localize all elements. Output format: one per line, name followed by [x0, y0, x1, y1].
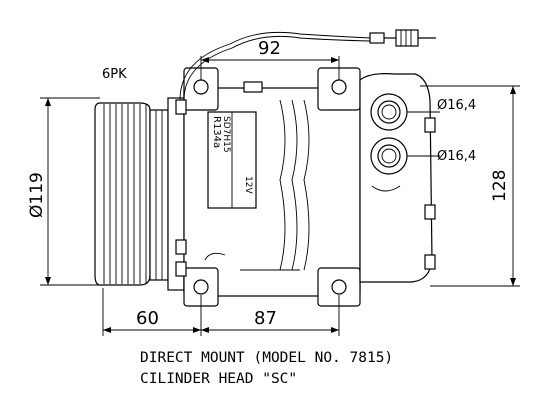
- dim-60: 60: [136, 308, 159, 329]
- cylinder-head: [359, 73, 436, 283]
- plate-text-voltage: 12V: [243, 176, 253, 194]
- oil-plug: [243, 81, 263, 93]
- connector-plug: [395, 29, 419, 47]
- caption-line-1: DIRECT MOUNT (MODEL NO. 7815): [140, 350, 393, 366]
- pulley-grooves: [103, 104, 147, 284]
- wire-harness: [179, 29, 436, 101]
- port-lower: [370, 137, 408, 175]
- belt-label: 6PK: [102, 67, 127, 82]
- rating-plate: SD7H15 R134a 12V: [207, 111, 257, 209]
- caption-line-2: CILINDER HEAD "SC": [140, 371, 297, 387]
- port-lower-label: Ø16,4: [437, 149, 476, 164]
- plate-text-model: SD7H15: [221, 116, 231, 153]
- plate-text-refrigerant: R134a: [211, 116, 222, 148]
- dim-87: 87: [254, 308, 277, 329]
- dimension-lines: [40, 56, 520, 336]
- port-upper-label: Ø16,4: [437, 98, 476, 113]
- clutch-hub: [149, 109, 169, 281]
- dim-92: 92: [258, 38, 281, 59]
- connector: [369, 32, 385, 44]
- compressor-body: [175, 67, 361, 307]
- clutch-coil: [167, 97, 185, 291]
- dim-128: 128: [490, 170, 510, 202]
- dim-diameter-119: Ø119: [27, 172, 47, 218]
- pulley: [94, 97, 185, 291]
- port-upper: [370, 93, 408, 131]
